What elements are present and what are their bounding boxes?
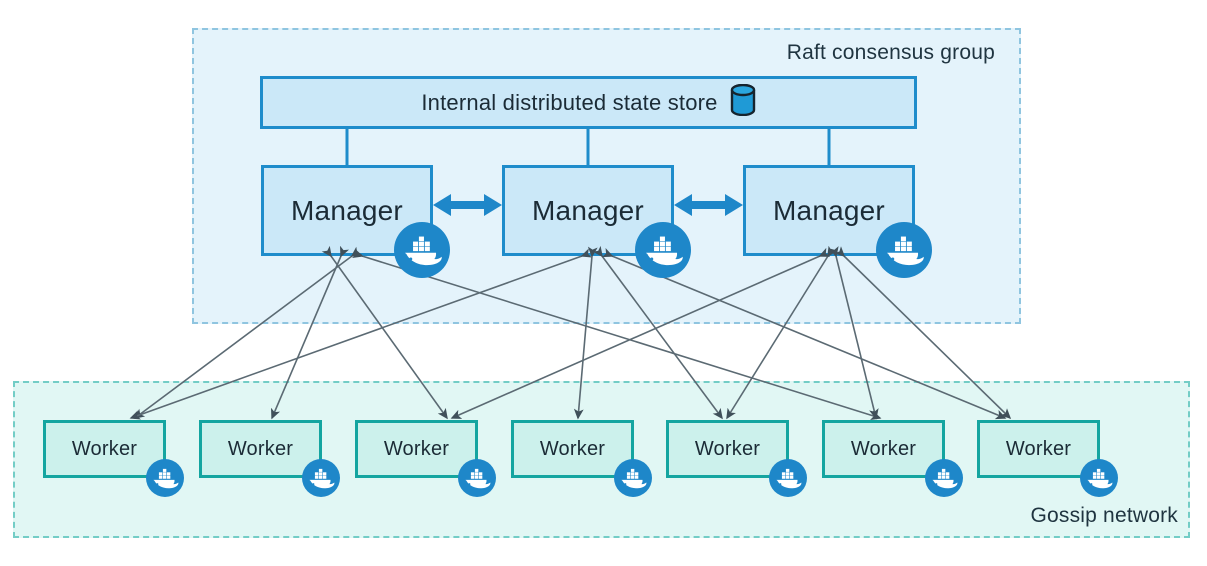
worker-label: Worker (71, 437, 138, 460)
raft-group-label: Raft consensus group (786, 41, 995, 64)
docker-whale-icon (925, 459, 963, 497)
gossip-network-label: Gossip network (1030, 504, 1178, 527)
docker-whale-icon (146, 459, 184, 497)
worker-node-4[interactable]: Worker (511, 420, 634, 478)
worker-label: Worker (539, 437, 606, 460)
worker-label: Worker (383, 437, 450, 460)
worker-label: Worker (1005, 437, 1072, 460)
docker-whale-icon (394, 222, 450, 278)
docker-whale-icon (876, 222, 932, 278)
docker-whale-icon (302, 459, 340, 497)
internal-state-store-box[interactable]: Internal distributed state store (260, 76, 917, 129)
worker-node-6[interactable]: Worker (822, 420, 945, 478)
worker-node-2[interactable]: Worker (199, 420, 322, 478)
manager-label: Manager (773, 194, 885, 226)
worker-node-3[interactable]: Worker (355, 420, 478, 478)
docker-whale-icon (1080, 459, 1118, 497)
manager-label: Manager (532, 194, 644, 226)
database-cylinder-icon (730, 83, 756, 121)
docker-whale-icon (769, 459, 807, 497)
worker-label: Worker (694, 437, 761, 460)
state-store-label: Internal distributed state store (421, 89, 718, 115)
worker-label: Worker (850, 437, 917, 460)
manager-label: Manager (291, 194, 403, 226)
worker-node-7[interactable]: Worker (977, 420, 1100, 478)
worker-node-1[interactable]: Worker (43, 420, 166, 478)
docker-whale-icon (458, 459, 496, 497)
worker-node-5[interactable]: Worker (666, 420, 789, 478)
docker-whale-icon (614, 459, 652, 497)
worker-label: Worker (227, 437, 294, 460)
docker-whale-icon (635, 222, 691, 278)
